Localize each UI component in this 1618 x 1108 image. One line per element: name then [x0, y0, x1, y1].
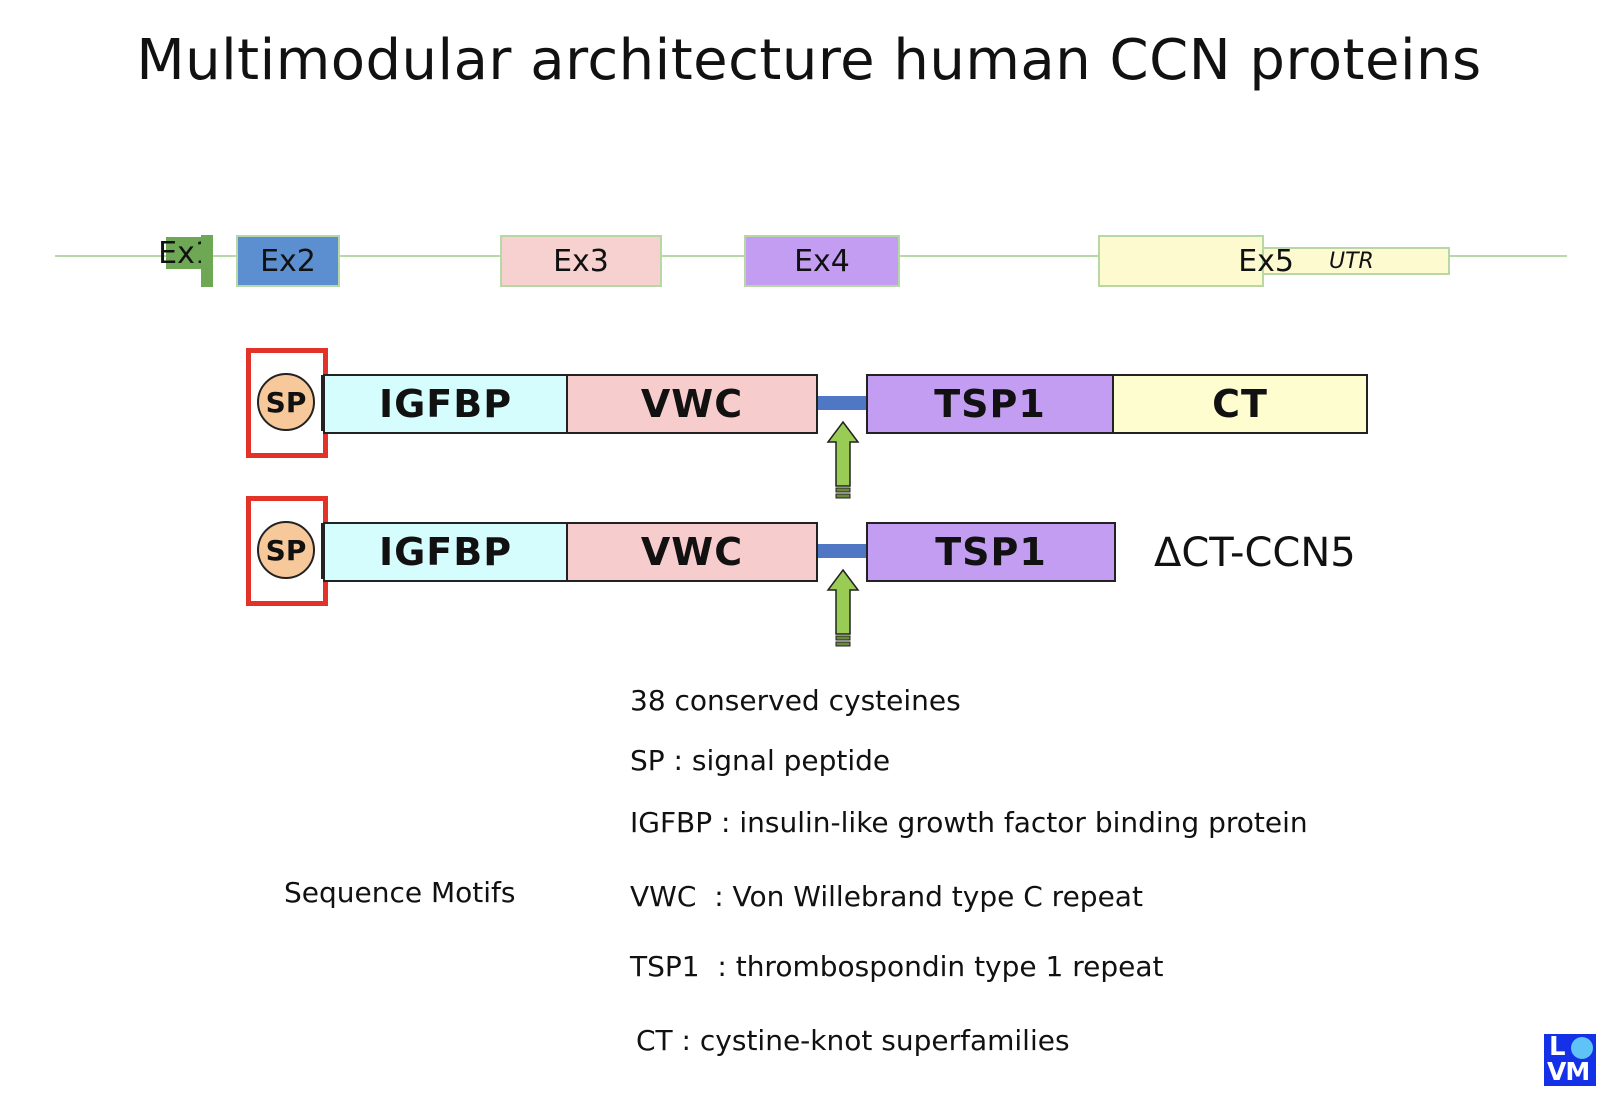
sp-junction: [321, 523, 324, 579]
cleavage-arrow-icon: [826, 568, 860, 647]
lvm-logo: L VM: [1544, 1034, 1596, 1086]
exon-2-label: Ex2: [260, 243, 316, 279]
hinge-linker: [818, 396, 868, 410]
signal-peptide: SP: [257, 521, 315, 579]
sp-junction: [321, 375, 324, 431]
domain-ct-label: CT: [1212, 382, 1268, 426]
domain-igfbp-label: IGFBP: [378, 530, 513, 574]
utr-label: UTR: [1329, 248, 1374, 274]
domain-igfbp-label: IGFBP: [378, 382, 513, 426]
variant-label: ΔCT-CCN5: [1154, 530, 1356, 576]
logo-top-letter: L: [1549, 1032, 1566, 1062]
sp-label: SP: [265, 385, 307, 419]
domain-tsp1: TSP1: [866, 522, 1116, 582]
utr-region: UTR: [1262, 247, 1450, 275]
domain-ct: CT: [1112, 374, 1368, 434]
diagram-title: Multimodular architecture human CCN prot…: [136, 28, 1482, 93]
domain-igfbp: IGFBP: [323, 522, 568, 582]
exon-4: Ex4: [744, 235, 900, 287]
hinge-linker: [818, 544, 868, 558]
domain-igfbp: IGFBP: [323, 374, 568, 434]
legend-item: CT : cystine-knot superfamilies: [636, 1024, 1070, 1057]
sp-label: SP: [265, 533, 307, 567]
domain-vwc-label: VWC: [640, 382, 744, 426]
exon-1: Ex1: [158, 236, 214, 271]
domain-vwc: VWC: [566, 374, 818, 434]
domain-tsp1: TSP1: [866, 374, 1114, 434]
cleavage-arrow-icon: [826, 420, 860, 499]
exon-5-label: Ex5: [1238, 243, 1294, 279]
domain-vwc-label: VWC: [640, 530, 744, 574]
legend-item: SP : signal peptide: [630, 744, 891, 777]
domain-tsp1-label: TSP1: [935, 530, 1047, 574]
exon-3-label: Ex3: [553, 243, 609, 279]
logo-bottom-letters: VM: [1547, 1057, 1590, 1086]
domain-tsp1-label: TSP1: [934, 382, 1046, 426]
exon-4-label: Ex4: [794, 243, 850, 279]
exon-3: Ex3: [500, 235, 662, 287]
legend-item: IGFBP : insulin-like growth factor bindi…: [630, 806, 1308, 839]
exon-5: Ex5: [1098, 235, 1294, 287]
legend-item: 38 conserved cysteines: [630, 684, 961, 717]
legend-item: TSP1 : thrombospondin type 1 repeat: [630, 950, 1164, 983]
logo-circle-icon: [1571, 1037, 1593, 1059]
domain-vwc: VWC: [566, 522, 818, 582]
signal-peptide: SP: [257, 373, 315, 431]
exon-2: Ex2: [236, 235, 340, 287]
exon-1-marker: [201, 235, 213, 287]
legend-section-label: Sequence Motifs: [284, 876, 516, 909]
legend-item: VWC : Von Willebrand type C repeat: [630, 880, 1143, 913]
